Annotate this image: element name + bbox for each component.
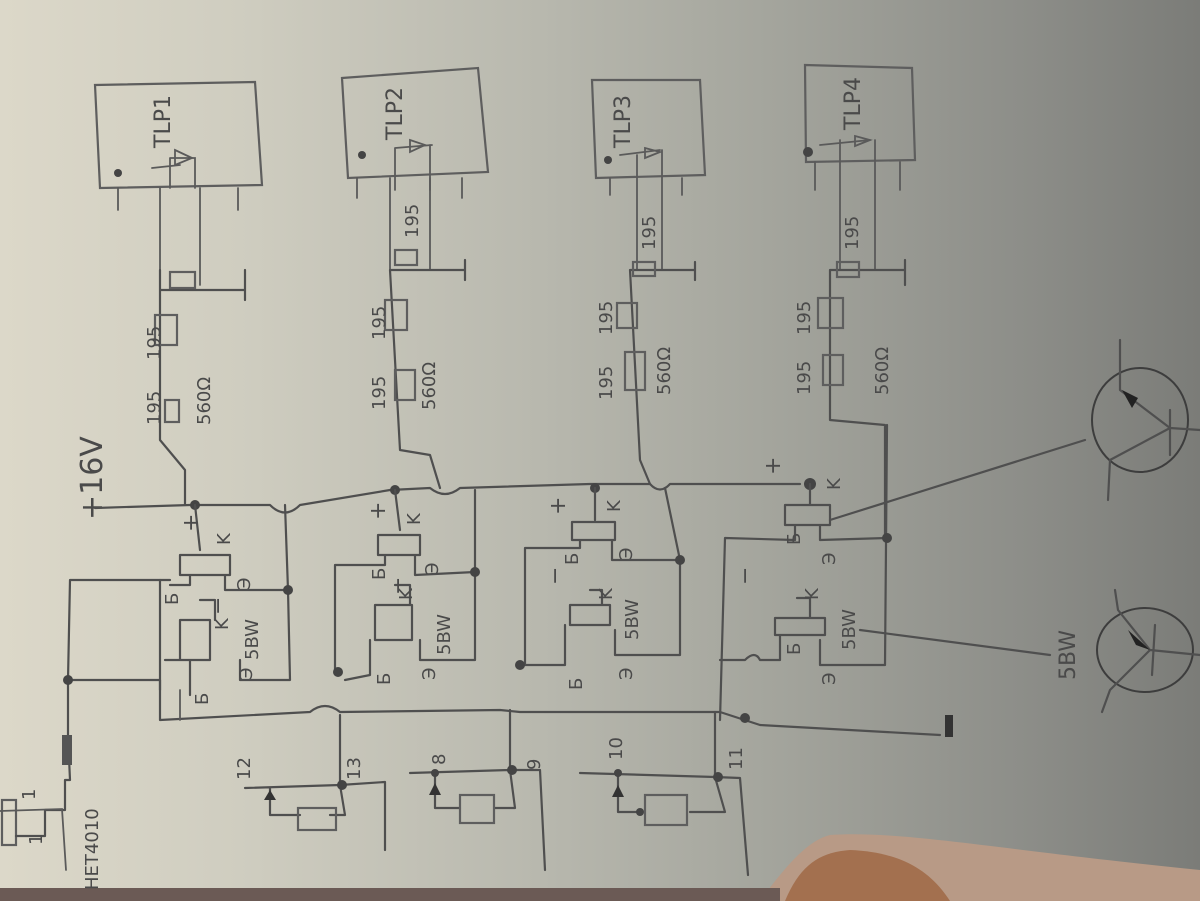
resistor-value: 195 bbox=[596, 301, 617, 335]
resistor-chain-1: 195 195 560Ω bbox=[144, 268, 247, 507]
plus-label: + bbox=[366, 502, 391, 520]
pin-label: 9 bbox=[524, 759, 545, 770]
resistor-chain-2: 195 195 560Ω 195 bbox=[369, 204, 467, 490]
supply-label: +16V bbox=[75, 436, 110, 520]
ground-bus bbox=[68, 678, 942, 737]
emitter-label: Э bbox=[234, 577, 255, 590]
base-label: Б bbox=[374, 673, 395, 685]
collector-label: K bbox=[802, 587, 823, 600]
collector-label: K bbox=[214, 532, 235, 545]
pin-1-label: 1 bbox=[19, 789, 40, 800]
minus-label: − bbox=[733, 567, 758, 585]
opto-label: TLP4 bbox=[841, 77, 866, 131]
collector-label: K bbox=[596, 587, 617, 600]
supply-bus bbox=[93, 482, 802, 514]
collector-label: K bbox=[212, 617, 233, 630]
pin-label: 8 bbox=[429, 754, 450, 765]
resistor-value: 195 bbox=[596, 366, 617, 400]
collector-label: K bbox=[396, 587, 417, 600]
channel-1-transistors: + K Б Э − K Б Э 5BW bbox=[63, 500, 293, 705]
opto-label: TLP3 bbox=[611, 95, 636, 149]
input-block-12-13: 12 13 bbox=[234, 713, 387, 852]
base-label: Б bbox=[369, 568, 390, 580]
emitter-label: Э bbox=[236, 667, 257, 680]
input-block-8-9: 8 9 bbox=[179, 689, 547, 872]
pin-label: 10 bbox=[606, 737, 627, 760]
legend-part-label: 5BW bbox=[1056, 630, 1081, 680]
connector-label: НЕТ4010 bbox=[82, 808, 103, 890]
emitter-label: Э bbox=[616, 667, 637, 680]
resistor-value: 195 bbox=[794, 301, 815, 335]
minus-label: − bbox=[386, 577, 411, 595]
base-label: Б bbox=[784, 533, 805, 545]
pin-label: 11 bbox=[726, 747, 747, 770]
channel-3-transistors: + K Б Э − K Б Э 5BW bbox=[515, 483, 685, 690]
emitter-label: Э bbox=[422, 562, 443, 575]
resistor-value: 195 bbox=[842, 216, 863, 250]
emitter-label: Э bbox=[616, 547, 637, 560]
plus-label: + bbox=[761, 457, 786, 475]
opto-label: TLP1 bbox=[151, 95, 176, 149]
input-block-10-11: 10 11 bbox=[578, 710, 750, 877]
resistor-value: 195 bbox=[402, 204, 423, 238]
resistor-value: 560Ω bbox=[872, 347, 893, 395]
pin-1b-label: 1 bbox=[26, 834, 47, 845]
optocoupler-3: TLP3 bbox=[590, 78, 707, 271]
pin-label: 13 bbox=[344, 757, 365, 780]
minus-label: − bbox=[206, 597, 231, 615]
emitter-label: Э bbox=[819, 672, 840, 685]
collector-label: K bbox=[404, 512, 425, 525]
optocoupler-1: TLP1 bbox=[93, 80, 264, 286]
resistor-value: 195 bbox=[794, 361, 815, 395]
part-label: 5BW bbox=[434, 614, 455, 655]
emitter-label: Э bbox=[819, 552, 840, 565]
resistor-value: 195 bbox=[369, 376, 390, 410]
collector-label: K bbox=[824, 477, 845, 490]
optocoupler-2: TLP2 bbox=[340, 66, 490, 271]
part-label: 5BW bbox=[839, 609, 860, 650]
finger-tip bbox=[785, 850, 950, 901]
resistor-value: 560Ω bbox=[194, 377, 215, 425]
table-edge bbox=[0, 888, 780, 901]
resistor-value: 560Ω bbox=[419, 362, 440, 410]
fuse bbox=[62, 735, 72, 765]
base-label: Б bbox=[192, 693, 213, 705]
transistor-symbol-5bw: 5BW bbox=[858, 588, 1200, 714]
opto-label: TLP2 bbox=[383, 87, 408, 141]
ground-mark bbox=[945, 715, 953, 737]
plus-label: + bbox=[179, 514, 204, 532]
resistor-chain-4: 195 195 560Ω 195 bbox=[794, 216, 907, 542]
base-label: Б bbox=[162, 593, 183, 605]
connector: 1 1 НЕТ4010 bbox=[0, 578, 172, 890]
part-label: 5BW bbox=[622, 599, 643, 640]
plus-label: + bbox=[546, 497, 571, 515]
resistor-value: 195 bbox=[144, 391, 165, 425]
resistor-value: 195 bbox=[144, 326, 165, 360]
pin-label: 12 bbox=[234, 757, 255, 780]
channel-2-transistors: + K Б Э − K Б Э 5BW bbox=[333, 485, 480, 685]
base-label: Б bbox=[784, 643, 805, 655]
resistor-value: 195 bbox=[369, 306, 390, 340]
emitter-label: Э bbox=[419, 667, 440, 680]
part-label: 5BW bbox=[242, 619, 263, 660]
transistor-symbol-npn bbox=[828, 338, 1200, 522]
base-label: Б bbox=[562, 553, 583, 565]
resistor-chain-3: 195 195 560Ω 195 bbox=[596, 216, 697, 486]
collector-label: K bbox=[604, 499, 625, 512]
base-label: Б bbox=[566, 678, 587, 690]
channel-4-transistors: + K Б Э − K Б Э 5BW bbox=[718, 423, 892, 723]
resistor-value: 560Ω bbox=[654, 347, 675, 395]
optocoupler-4: TLP4 bbox=[803, 63, 917, 271]
minus-label: − bbox=[543, 567, 568, 585]
resistor-value: 195 bbox=[639, 216, 660, 250]
